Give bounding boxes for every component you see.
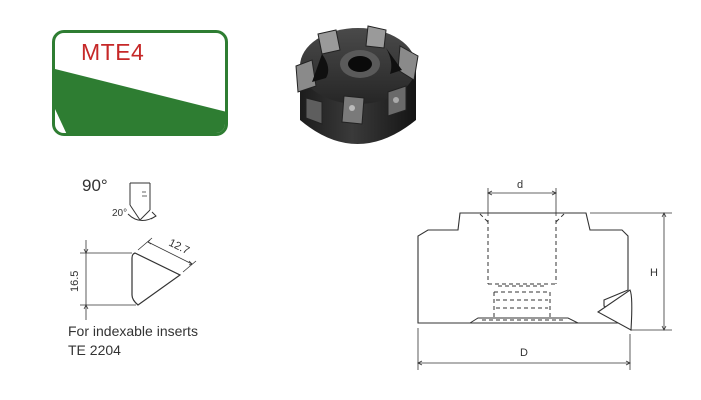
badge-wedge-graphic bbox=[55, 69, 225, 133]
insert-angle-small-label: 20° bbox=[112, 208, 127, 219]
caption-line-1: For indexable inserts bbox=[68, 323, 198, 339]
milling-cutter-photo bbox=[295, 25, 419, 144]
badge-title: MTE4 bbox=[81, 39, 145, 65]
height-dimension bbox=[80, 240, 136, 320]
cutter-bore-hidden-lines bbox=[479, 213, 565, 321]
diameter-label: D bbox=[520, 347, 528, 359]
caption-line-2: TE 2204 bbox=[68, 342, 121, 358]
diameter-dimension bbox=[417, 328, 631, 370]
cutter-body-outline bbox=[417, 212, 629, 324]
cutter-bottom-relief bbox=[469, 317, 579, 324]
height-total-dimension bbox=[590, 212, 672, 331]
bore-dimension bbox=[487, 188, 557, 216]
edge-length-dimension bbox=[137, 237, 197, 273]
triangular-insert-shape bbox=[131, 252, 182, 306]
height-total-label: H bbox=[650, 267, 658, 279]
insert-height-label: 16.5 bbox=[69, 271, 81, 292]
bore-label: d bbox=[517, 179, 523, 191]
holder-sketch bbox=[127, 182, 157, 221]
badge-green-wedge bbox=[55, 69, 225, 133]
product-badge: MTE4 bbox=[52, 30, 228, 136]
insert-caption: For indexable inserts TE 2204 bbox=[68, 322, 198, 360]
insert-angle-main-label: 90° bbox=[82, 176, 108, 195]
